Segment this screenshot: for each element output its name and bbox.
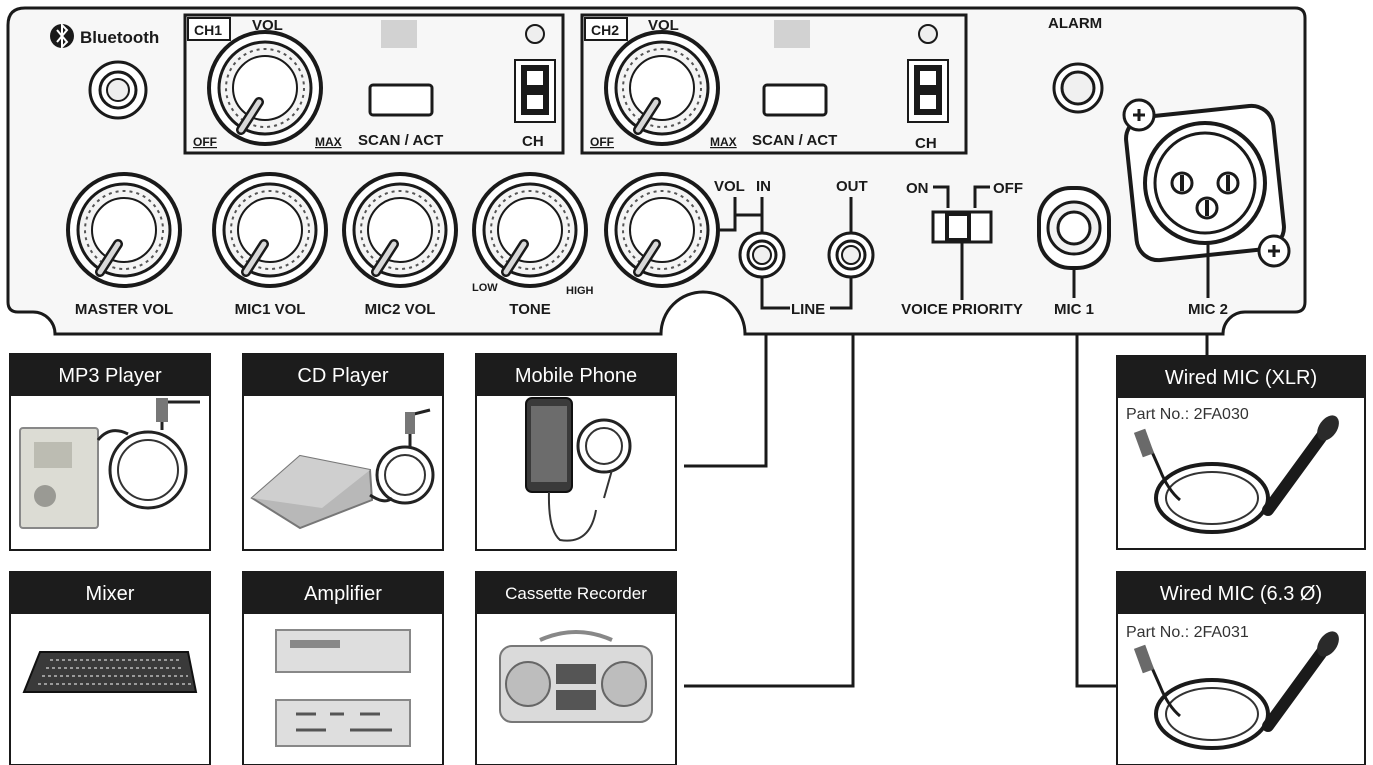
ch1-ch-label: CH [522, 133, 544, 150]
ch2-channel-display [908, 60, 948, 122]
ch1-off-label: OFF [193, 135, 217, 149]
tone-low-label: LOW [472, 282, 498, 294]
mic1-label: MIC 1 [1054, 301, 1094, 318]
ch1-volume-knob[interactable] [209, 32, 321, 144]
ch1-scan-button[interactable] [368, 83, 434, 117]
source-card-cassette: Cassette Recorder [475, 571, 677, 765]
mic-card-xlr: Wired MIC (XLR) Part No.: 2FA030 [1116, 355, 1366, 550]
mic1-volume-knob[interactable] [214, 174, 326, 286]
ch2-ch-label: CH [915, 135, 937, 152]
mic1-wire [1075, 334, 1117, 688]
source-card-cd: CD Player [242, 353, 444, 551]
source-title: Mixer [86, 583, 135, 605]
alarm-label: ALARM [1048, 15, 1102, 32]
ch2-scan-label: SCAN / ACT [752, 132, 837, 149]
cassette-recorder-icon [499, 630, 653, 723]
tone-knob[interactable] [474, 174, 586, 286]
source-title: Amplifier [304, 583, 382, 605]
line-out-label: OUT [836, 178, 868, 195]
mic-title: Wired MIC (6.3 Ø) [1160, 583, 1322, 605]
source-card-mixer: Mixer [9, 571, 211, 765]
voice-priority-label: VOICE PRIORITY [901, 301, 1023, 318]
mic-part-number: Part No.: 2FA031 [1126, 624, 1249, 641]
bluetooth-label: Bluetooth [80, 28, 159, 47]
priority-off-label: OFF [993, 180, 1023, 197]
ch2-off-label: OFF [590, 135, 614, 149]
ch2-vol-label: VOL [648, 17, 679, 34]
mic-title: Wired MIC (XLR) [1165, 367, 1317, 389]
mic-card-6-3mm: Wired MIC (6.3 Ø) Part No.: 2FA031 [1116, 571, 1366, 765]
amplifier-icon [275, 629, 411, 747]
ch2-volume-knob[interactable] [606, 32, 718, 144]
ch2-badge: CH2 [591, 22, 619, 38]
ch1-scan-label: SCAN / ACT [358, 132, 443, 149]
source-title: Mobile Phone [515, 365, 637, 387]
alarm-button[interactable] [1052, 62, 1104, 114]
mic2-xlr-jack[interactable] [1122, 98, 1291, 268]
bluetooth-button[interactable] [88, 60, 148, 120]
master-volume-knob[interactable] [68, 174, 180, 286]
line-out-wire [684, 334, 855, 688]
source-card-amplifier: Amplifier [242, 571, 444, 765]
ch1-block: CH1 VOL OFF MAX SCAN / ACT CH [183, 13, 565, 155]
mic2-volume-label: MIC2 VOL [365, 301, 436, 318]
line-in-wire [684, 334, 768, 468]
ch1-badge: CH1 [194, 22, 222, 38]
ch1-max-label: MAX [315, 135, 342, 149]
voice-priority-switch[interactable] [931, 210, 993, 244]
mixer-icon [22, 651, 198, 693]
line-in-jack[interactable] [738, 231, 786, 279]
line-in-bracket [720, 197, 764, 232]
source-title: CD Player [297, 365, 388, 387]
priority-bracket [933, 185, 990, 208]
mobile-phone-icon [525, 397, 632, 542]
mic1-volume-label: MIC1 VOL [235, 301, 306, 318]
tone-high-label: HIGH [566, 285, 594, 297]
mic1-jack[interactable] [1037, 186, 1111, 270]
ch2-block: CH2 VOL OFF MAX SCAN / ACT CH [580, 13, 968, 155]
source-card-mp3: MP3 Player [9, 353, 211, 551]
line-volume-knob[interactable] [606, 174, 718, 286]
ch1-led [525, 24, 545, 44]
wired-mic-xlr-icon [1133, 415, 1339, 534]
line-vol-label: VOL [714, 178, 745, 195]
line-label: LINE [791, 301, 825, 318]
ch2-scan-button[interactable] [762, 83, 828, 117]
source-card-mobile: Mobile Phone [475, 353, 677, 551]
ch1-indicator [381, 20, 417, 48]
front-panel [6, 6, 1307, 336]
line-bracket [760, 278, 853, 310]
mic-part-number: Part No.: 2FA030 [1126, 406, 1249, 423]
priority-on-label: ON [906, 180, 929, 197]
mp3-player-icon [19, 398, 200, 529]
ch2-max-label: MAX [710, 135, 737, 149]
mic2-volume-knob[interactable] [344, 174, 456, 286]
line-out-jack[interactable] [827, 231, 875, 279]
master-volume-label: MASTER VOL [75, 301, 173, 318]
wired-mic-6-3mm-icon [1133, 631, 1339, 750]
tone-label: TONE [509, 301, 550, 318]
mic2-label: MIC 2 [1188, 301, 1228, 318]
ch1-channel-display [515, 60, 555, 122]
line-in-label: IN [756, 178, 771, 195]
ch2-led [918, 24, 938, 44]
source-title: Cassette Recorder [505, 584, 647, 603]
bluetooth-icon [50, 22, 74, 50]
cd-player-icon [250, 408, 435, 530]
ch2-indicator [774, 20, 810, 48]
ch1-vol-label: VOL [252, 17, 283, 34]
source-title: MP3 Player [58, 365, 162, 387]
